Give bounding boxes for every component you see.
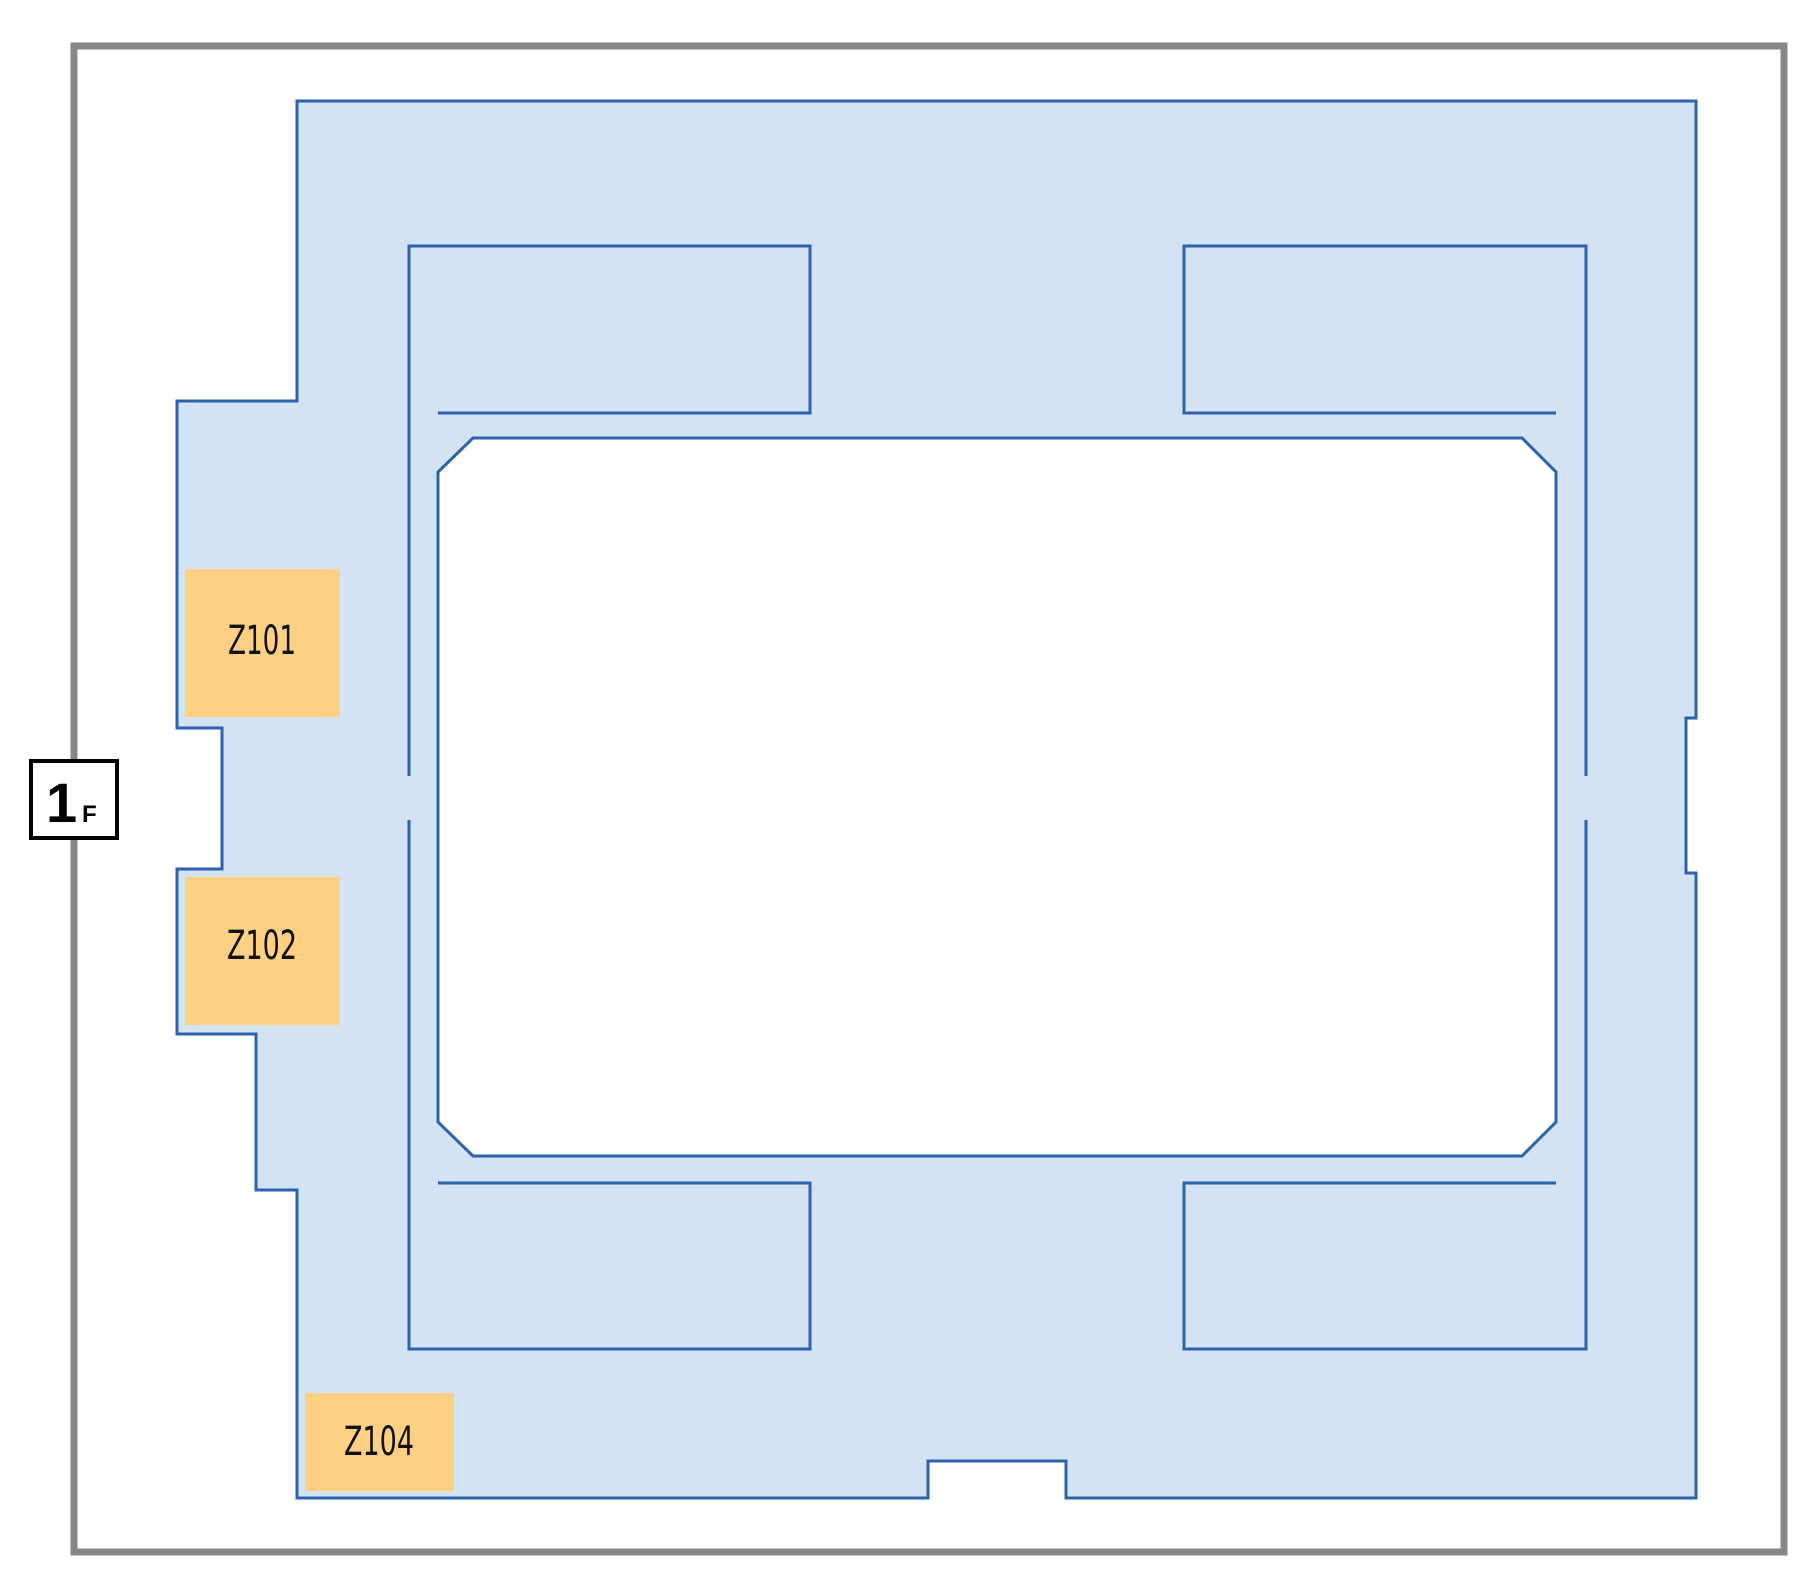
floor-suffix: F [82, 801, 97, 828]
zone-z102-box[interactable] [185, 877, 340, 1025]
room-bottom-left [407, 820, 812, 1351]
zone-z101-box[interactable] [185, 569, 340, 717]
zone-z102[interactable]: Z102 [185, 877, 340, 1025]
room-bottom-right [1182, 820, 1588, 1351]
zone-z102-label: Z102 [227, 923, 297, 969]
floor-badge-box [29, 759, 119, 840]
courtyard [436, 436, 1558, 1158]
floor-number: 1 [46, 771, 77, 834]
interior-walls [407, 244, 1588, 1351]
zone-z101-label: Z101 [228, 618, 296, 664]
zone-z104-box[interactable] [305, 1393, 454, 1491]
room-top-left [407, 244, 812, 776]
floor-badge: 1 F [29, 759, 119, 840]
zone-z104-label: Z104 [344, 1419, 414, 1465]
room-top-right [1182, 244, 1588, 776]
zone-z101[interactable]: Z101 [185, 569, 340, 717]
zone-z104[interactable]: Z104 [305, 1393, 454, 1491]
